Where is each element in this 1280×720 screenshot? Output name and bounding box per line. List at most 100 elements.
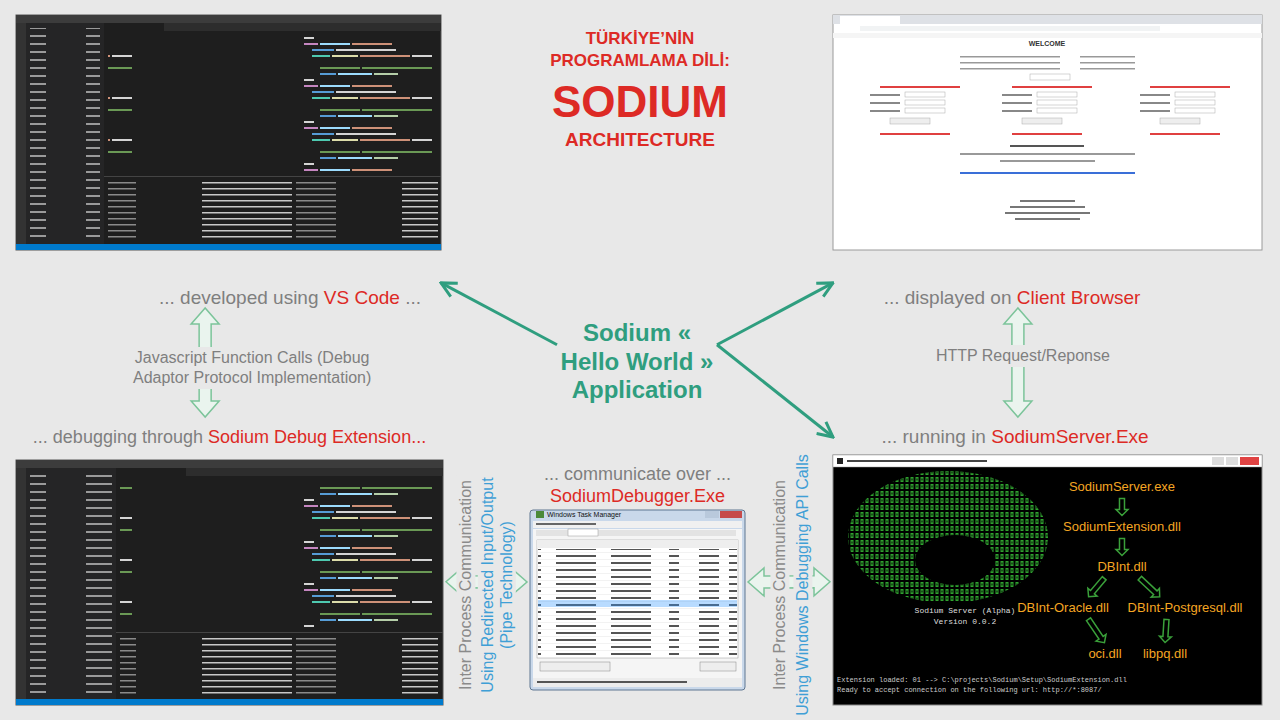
terminal-lines xyxy=(108,180,438,240)
input xyxy=(905,92,945,97)
browser-panel: ... displayed onClient Browser xyxy=(833,15,1262,300)
input xyxy=(905,100,945,105)
caption-text: ... developed using xyxy=(159,286,319,310)
edge-label: Javascript Function Calls (Debug Adaptor… xyxy=(88,347,416,389)
input xyxy=(905,108,945,113)
task-manager-panel: ... communicate over ...SodiumDebugger.E… xyxy=(530,463,745,690)
window-button xyxy=(1226,457,1238,465)
screen-text: WELCOME xyxy=(1029,40,1066,48)
caption-text: ... communicate over ... xyxy=(530,463,745,485)
title-bar xyxy=(16,15,441,23)
node-text: DBInt-Postgresql.dll xyxy=(1128,601,1243,616)
pointer-arrow xyxy=(441,283,557,345)
node-text: SodiumServer.exe xyxy=(1069,480,1175,495)
node-text: DBInt.dll xyxy=(1097,560,1146,575)
flow-arrow xyxy=(1086,618,1106,643)
module-box: SodiumServer.exe xyxy=(1065,477,1179,498)
pointer-arrow xyxy=(717,283,833,345)
title-bar xyxy=(833,455,1262,467)
console-screenshot xyxy=(833,455,1262,705)
channel-label: Using Redirected Input/Output (Pipe Tech… xyxy=(478,467,516,703)
node-text: libpq.dll xyxy=(1143,647,1187,662)
input xyxy=(1037,92,1077,97)
client-area xyxy=(533,529,742,685)
window-icon xyxy=(837,458,843,464)
stat-line xyxy=(1020,200,1075,202)
caption: ... debugging throughSodium Debug Extens… xyxy=(16,425,443,449)
field-label xyxy=(1002,94,1032,96)
window-title xyxy=(847,460,987,462)
application-title: Sodium « Hello World » Application xyxy=(557,319,717,405)
console-lines xyxy=(120,636,438,696)
window xyxy=(833,15,1262,250)
module-box: DBInt-Oracle.dll xyxy=(1013,598,1113,619)
caption-text: ... debugging through xyxy=(33,425,203,449)
title-bar xyxy=(16,460,443,468)
channel-label: Inter Process Communication xyxy=(770,476,789,694)
button xyxy=(700,662,736,671)
bookmark-bar xyxy=(833,33,1262,38)
select-box xyxy=(1030,74,1070,80)
button xyxy=(1160,118,1200,124)
caption: ... running inSodiumServer.Exe xyxy=(865,425,1165,449)
link-bar xyxy=(880,133,950,135)
window xyxy=(16,15,441,250)
node-text: Sodium « Hello World » Application xyxy=(557,319,717,405)
module-box: oci.dll xyxy=(1084,644,1125,665)
edge-label: HTTP Request/Reponse xyxy=(932,345,1114,367)
debugger-panel: ... debugging throughSodium Debug Extens… xyxy=(16,425,443,705)
menu-items xyxy=(536,523,596,525)
module-box: SodiumExtension.dll xyxy=(1059,517,1185,538)
module-box: DBInt.dll xyxy=(1093,557,1150,578)
close-button xyxy=(1240,457,1259,465)
caption: ... communicate over ...SodiumDebugger.E… xyxy=(530,463,745,507)
console-text: Version 0.0.2 xyxy=(934,617,996,627)
process-list xyxy=(537,540,738,658)
button xyxy=(1022,118,1062,124)
tab-strip xyxy=(833,15,1262,24)
module-box: DBInt-Postgresql.dll xyxy=(1124,598,1247,619)
address-bar xyxy=(860,26,1160,31)
flow-arrow xyxy=(1088,577,1106,597)
console-text: Ready to accept connection on the follow… xyxy=(837,686,1102,694)
caption-text: VS Code xyxy=(324,286,400,310)
window-icon xyxy=(536,511,544,518)
module-box: libpq.dll xyxy=(1139,644,1191,665)
intro-lines xyxy=(960,52,1135,70)
caption: ... developed usingVS Code... xyxy=(140,286,440,310)
channel-label: Inter Process Communication xyxy=(456,476,475,694)
file-tree xyxy=(30,28,100,240)
status-bar xyxy=(16,699,443,705)
file-tree xyxy=(30,472,112,694)
caption-text: ... running in xyxy=(881,425,986,449)
sidebar xyxy=(26,468,116,699)
separator xyxy=(104,176,441,177)
stat-line xyxy=(1015,218,1080,220)
channel-label: Using Windows Debugging API Calls xyxy=(793,450,812,719)
pointer-arrow xyxy=(717,345,833,437)
caption-text: Client Browser xyxy=(1017,286,1141,310)
heading-bar xyxy=(1012,86,1092,88)
flow-arrow xyxy=(1159,619,1171,642)
list-rows xyxy=(538,549,737,657)
separator xyxy=(116,632,443,633)
window-button xyxy=(705,511,719,518)
input xyxy=(1037,108,1077,113)
status-text xyxy=(537,681,687,683)
caption-text: ... displayed on xyxy=(884,286,1012,310)
code-lines xyxy=(108,33,438,173)
list-header xyxy=(537,540,738,548)
activity-bar xyxy=(16,468,26,699)
field-label xyxy=(1140,102,1170,104)
node-text: SodiumExtension.dll xyxy=(1063,520,1181,535)
field-label xyxy=(1002,102,1032,104)
tab xyxy=(568,529,598,536)
tab-bar xyxy=(116,468,443,476)
window xyxy=(530,510,745,690)
flow-arrow xyxy=(1116,498,1128,515)
caption: ... displayed onClient Browser xyxy=(862,286,1162,310)
button xyxy=(540,662,610,671)
input xyxy=(1175,108,1215,113)
activity-bar xyxy=(16,23,26,244)
field-label xyxy=(1140,110,1170,112)
